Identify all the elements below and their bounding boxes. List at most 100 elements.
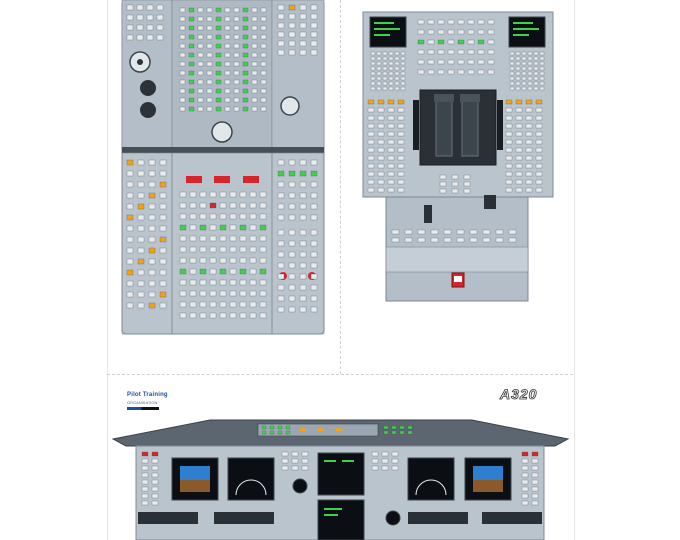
panel-pushbutton (260, 34, 267, 40)
panel-pushbutton (126, 280, 134, 287)
panel-pushbutton (209, 301, 217, 308)
panel-pushbutton (515, 123, 523, 129)
panel-pushbutton (239, 312, 247, 319)
panel-pushbutton (371, 451, 379, 457)
panel-pushbutton (188, 34, 195, 40)
panel-pushbutton (277, 240, 285, 247)
panel-pushbutton (525, 107, 533, 113)
panel-pushbutton (535, 99, 543, 105)
panel-pushbutton (206, 25, 213, 31)
panel-pushbutton (199, 301, 207, 308)
panel-pushbutton (233, 52, 240, 58)
panel-pushbutton (535, 139, 543, 145)
panel-pushbutton (397, 107, 405, 113)
panel-pushbutton (310, 229, 318, 236)
panel-pushbutton (437, 29, 445, 35)
panel-pushbutton (197, 16, 204, 22)
panel-pushbutton (188, 16, 195, 22)
brand-name: Pilot Training (127, 392, 168, 398)
panel-pushbutton (148, 159, 156, 166)
panel-pushbutton (505, 179, 513, 185)
panel-pushbutton (310, 40, 318, 47)
panel-pushbutton (249, 246, 257, 253)
panel-pushbutton (239, 257, 247, 264)
panel-pushbutton (159, 302, 167, 309)
panel-pushbutton (427, 19, 435, 25)
panel-pushbutton (539, 81, 545, 86)
panel-pushbutton (224, 88, 231, 94)
panel-pushbutton (156, 24, 164, 31)
panel-pushbutton (159, 181, 167, 188)
panel-pushbutton (259, 312, 267, 319)
panel-pushbutton (457, 39, 465, 45)
panel-pushbutton (288, 4, 296, 11)
panel-pushbutton (242, 61, 249, 67)
panel-pushbutton (224, 97, 231, 103)
panel-pushbutton (467, 69, 475, 75)
panel-pushbutton (159, 159, 167, 166)
panel-pushbutton (299, 40, 307, 47)
panel-pushbutton (437, 69, 445, 75)
panel-pushbutton (219, 257, 227, 264)
panel-pushbutton (456, 229, 465, 235)
panel-pushbutton (233, 106, 240, 112)
panel-pushbutton (487, 49, 495, 55)
panel-pushbutton (310, 240, 318, 247)
panel-pushbutton (443, 237, 452, 243)
panel-pushbutton (206, 79, 213, 85)
panel-pushbutton (206, 61, 213, 67)
panel-pushbutton (126, 159, 134, 166)
panel-pushbutton (126, 14, 134, 21)
panel-pushbutton (387, 155, 395, 161)
panel-pushbutton (219, 235, 227, 242)
panel-pushbutton (310, 284, 318, 291)
panel-pushbutton (260, 25, 267, 31)
panel-pushbutton (521, 486, 529, 492)
panel-pushbutton (370, 81, 376, 86)
panel-pushbutton (525, 163, 533, 169)
panel-pushbutton (199, 268, 207, 275)
panel-pushbutton (370, 56, 376, 61)
panel-pushbutton (206, 16, 213, 22)
panel-pushbutton (310, 295, 318, 302)
panel-pushbutton (299, 159, 307, 166)
panel-pushbutton (199, 213, 207, 220)
panel-pushbutton (388, 61, 394, 66)
panel-pushbutton (209, 290, 217, 297)
panel-pushbutton (242, 106, 249, 112)
panel-pushbutton (288, 284, 296, 291)
panel-pushbutton (535, 115, 543, 121)
panel-pushbutton (377, 115, 385, 121)
panel-pushbutton (417, 69, 425, 75)
panel-pushbutton (515, 155, 523, 161)
panel-pushbutton (199, 246, 207, 253)
panel-pushbutton (179, 224, 187, 231)
panel-pushbutton (197, 7, 204, 13)
fold-line-vertical (340, 0, 341, 374)
panel-pushbutton (242, 70, 249, 76)
panel-pushbutton (249, 213, 257, 220)
panel-pushbutton (179, 106, 186, 112)
panel-pushbutton (151, 493, 159, 499)
panel-pushbutton (242, 52, 249, 58)
panel-pushbutton (229, 235, 237, 242)
panel-pushbutton (310, 22, 318, 29)
panel-pushbutton (399, 430, 405, 435)
panel-pushbutton (482, 237, 491, 243)
panel-pushbutton (388, 71, 394, 76)
panel-pushbutton (531, 479, 539, 485)
panel-pushbutton (388, 81, 394, 86)
panel-pushbutton (249, 202, 257, 209)
panel-pushbutton (137, 159, 145, 166)
panel-pushbutton (391, 229, 400, 235)
panel-pushbutton (427, 59, 435, 65)
panel-pushbutton (229, 224, 237, 231)
panel-pushbutton (370, 61, 376, 66)
panel-pushbutton (146, 4, 154, 11)
panel-pushbutton (525, 187, 533, 193)
panel-pushbutton (367, 99, 375, 105)
panel-pushbutton (260, 16, 267, 22)
panel-pushbutton (259, 191, 267, 198)
panel-pushbutton (277, 203, 285, 210)
panel-pushbutton (281, 451, 289, 457)
